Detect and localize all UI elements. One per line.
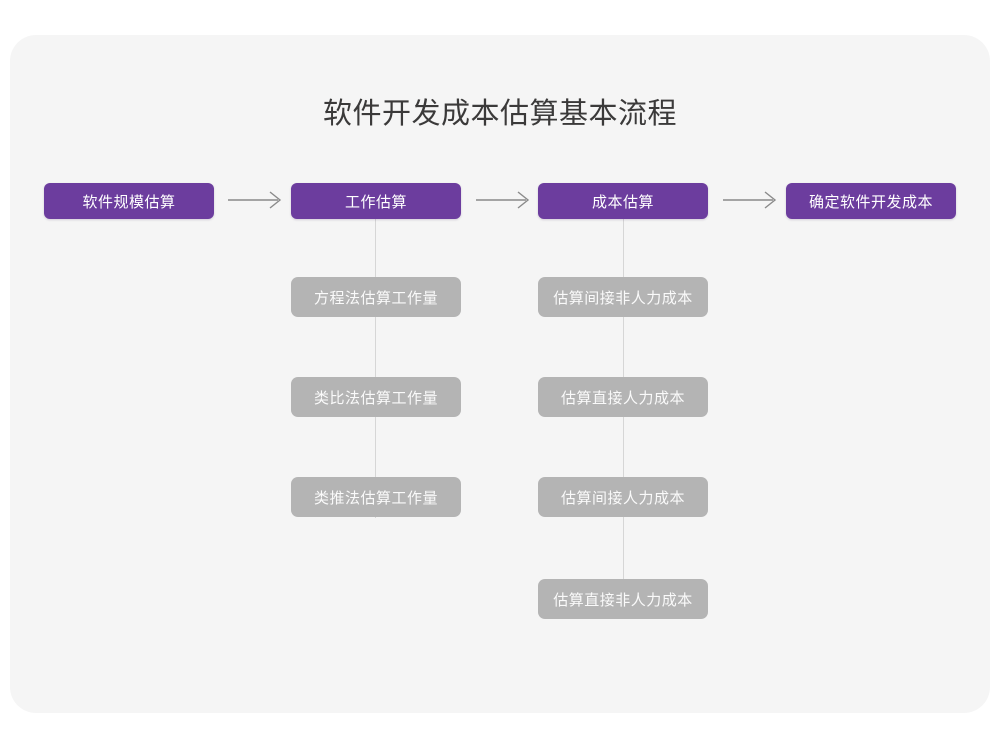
sub-node-cost-indirect-nonlabor[interactable]: 估算间接非人力成本 — [538, 277, 708, 317]
connector-line-cost — [623, 218, 624, 618]
step-node-cost-estimation[interactable]: 成本估算 — [538, 183, 708, 219]
connector-line-work — [375, 218, 376, 518]
sub-node-work-inference-method[interactable]: 类推法估算工作量 — [291, 477, 461, 517]
arrow-step3-to-step4 — [723, 189, 781, 211]
step-node-determine-development-cost[interactable]: 确定软件开发成本 — [786, 183, 956, 219]
sub-node-work-equation-method[interactable]: 方程法估算工作量 — [291, 277, 461, 317]
arrow-step2-to-step3 — [476, 189, 534, 211]
sub-node-cost-indirect-labor[interactable]: 估算间接人力成本 — [538, 477, 708, 517]
sub-node-work-analogy-method[interactable]: 类比法估算工作量 — [291, 377, 461, 417]
diagram-card-background — [10, 35, 990, 713]
page-title: 软件开发成本估算基本流程 — [322, 98, 677, 130]
step-node-software-scale-estimation[interactable]: 软件规模估算 — [44, 183, 214, 219]
sub-node-cost-direct-labor[interactable]: 估算直接人力成本 — [538, 377, 708, 417]
step-node-work-estimation[interactable]: 工作估算 — [291, 183, 461, 219]
sub-node-cost-direct-nonlabor[interactable]: 估算直接非人力成本 — [538, 579, 708, 619]
arrow-step1-to-step2 — [228, 189, 286, 211]
